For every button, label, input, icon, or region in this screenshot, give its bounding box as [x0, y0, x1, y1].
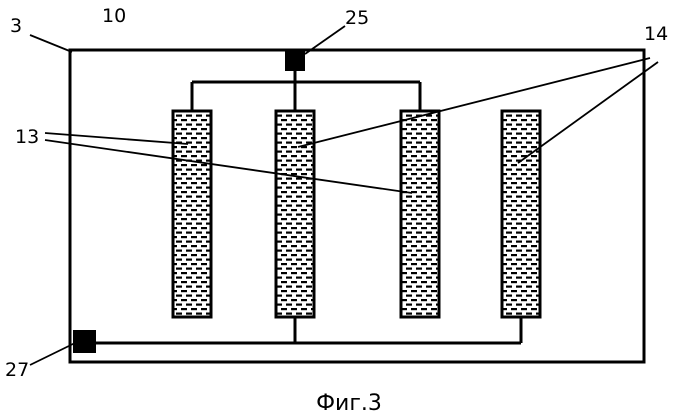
- top-bus: [192, 68, 420, 111]
- electrode: [502, 111, 540, 317]
- label-electrode-a: 13: [15, 126, 39, 148]
- electrode: [276, 111, 314, 317]
- figure-caption: Фиг.3: [316, 391, 382, 416]
- top-terminal: [285, 50, 305, 71]
- leader-lines: [30, 26, 658, 365]
- label-electrode-b: 14: [644, 23, 668, 45]
- electrode: [173, 111, 211, 317]
- label-bottom-terminal: 27: [5, 359, 29, 381]
- label-top-terminal: 25: [345, 7, 369, 29]
- electrode: [401, 111, 439, 317]
- bottom-bus: [95, 317, 521, 343]
- housing-frame: [70, 50, 644, 362]
- label-chamber: 10: [102, 5, 126, 27]
- bottom-terminal: [73, 330, 96, 353]
- label-housing: 3: [10, 15, 22, 37]
